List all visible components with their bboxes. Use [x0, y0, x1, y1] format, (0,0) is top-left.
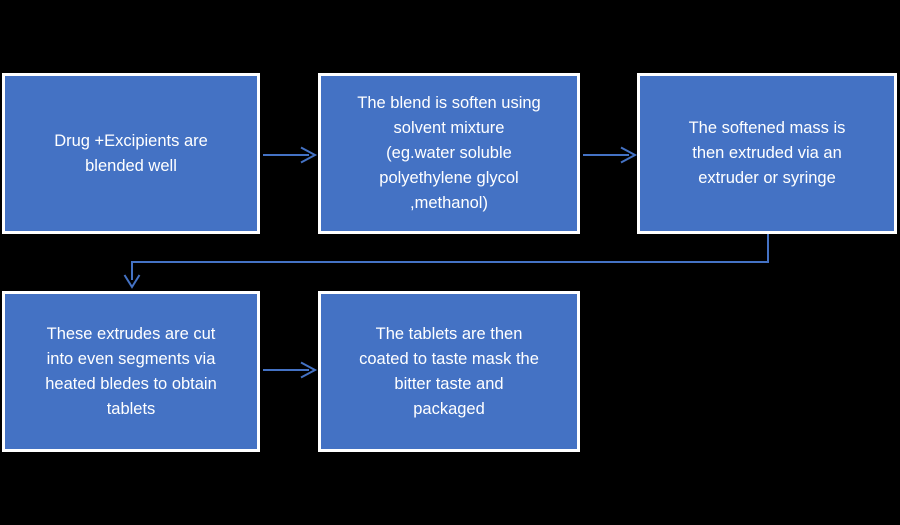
connector-step3-step4-arrow	[123, 234, 769, 289]
flow-step-3-box: The softened mass is then extruded via a…	[637, 73, 897, 234]
flow-step-2-box: The blend is soften using solvent mixtur…	[318, 73, 580, 234]
connector-step1-step2-arrow	[263, 146, 318, 164]
flow-step-1-label: Drug +Excipients are blended well	[54, 131, 208, 175]
flow-step-4-box: These extrudes are cut into even segment…	[2, 291, 260, 452]
flow-step-4-label: These extrudes are cut into even segment…	[45, 324, 217, 418]
flow-step-1-box: Drug +Excipients are blended well	[2, 73, 260, 234]
flow-step-3-label: The softened mass is then extruded via a…	[688, 119, 846, 187]
flow-step-5-label: The tablets are then coated to taste mas…	[359, 324, 539, 418]
connector-step4-step5-arrow	[263, 361, 318, 379]
connector-step2-step3-arrow	[583, 146, 638, 164]
flow-step-2-label: The blend is soften using solvent mixtur…	[357, 94, 541, 212]
flow-step-5-box: The tablets are then coated to taste mas…	[318, 291, 580, 452]
